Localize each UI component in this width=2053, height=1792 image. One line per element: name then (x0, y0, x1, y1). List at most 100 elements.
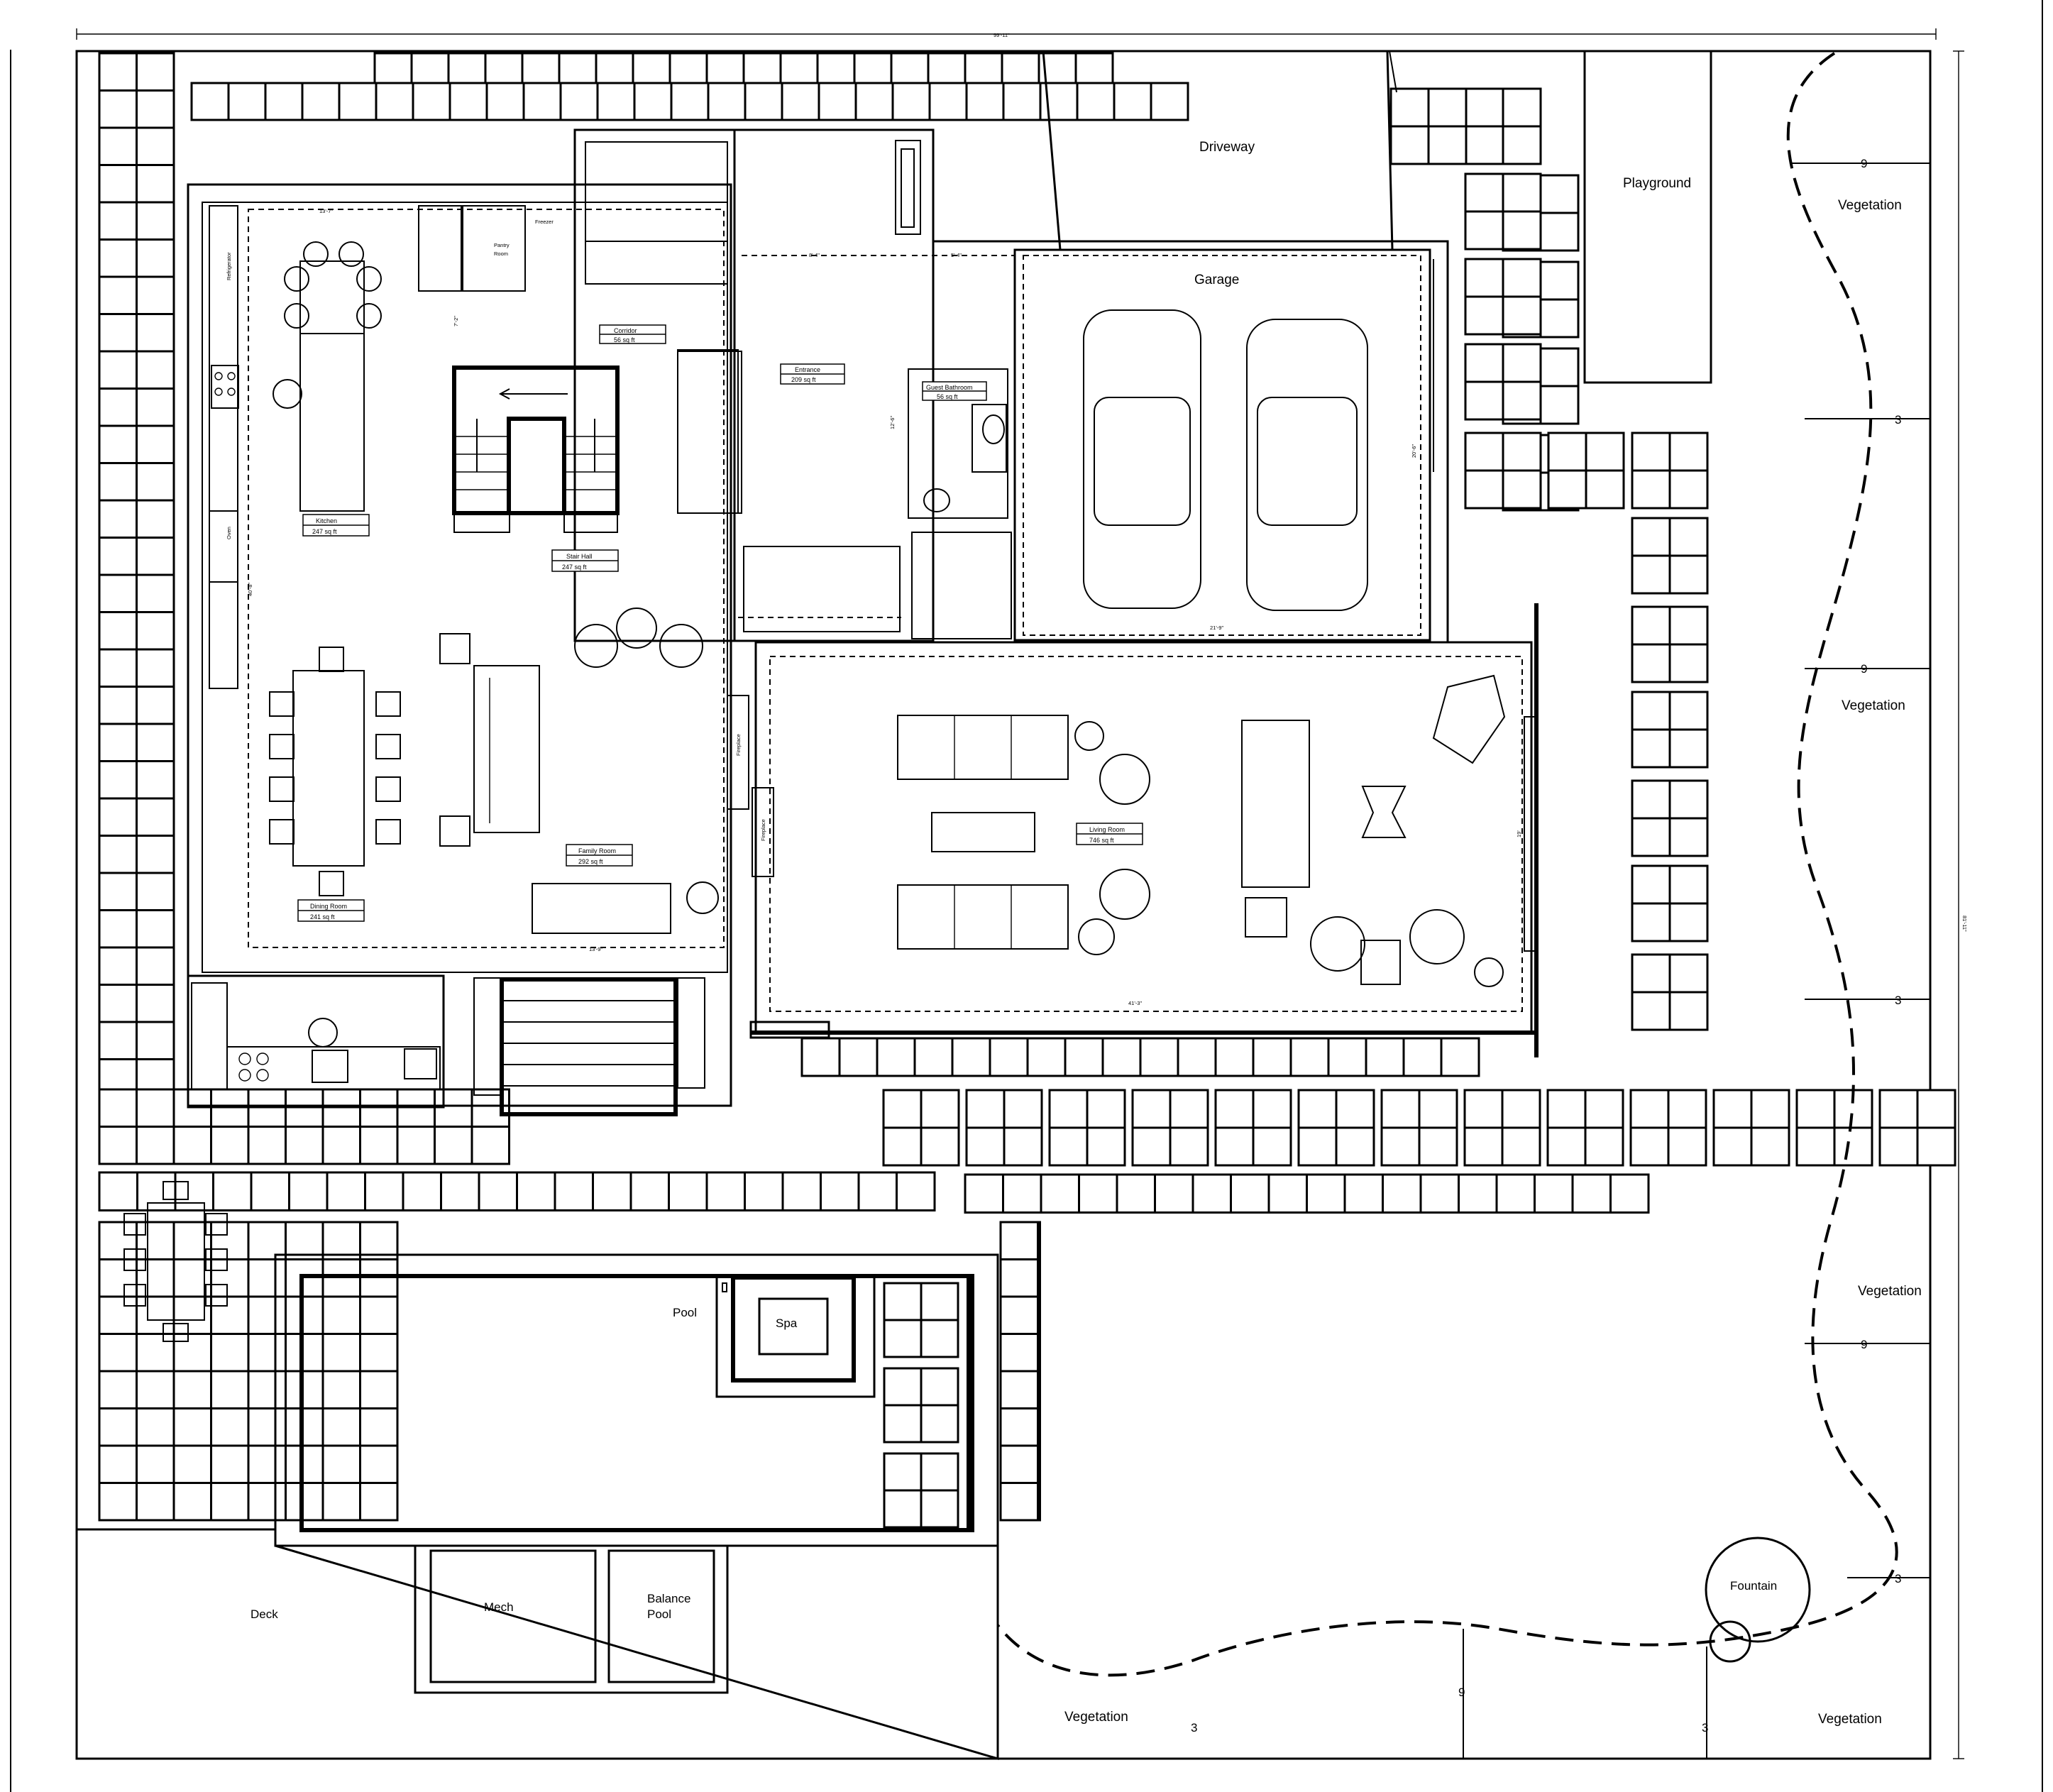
paving-tile (1668, 517, 1709, 557)
paving-tile (883, 1282, 923, 1321)
paving-tile (136, 760, 175, 800)
paving-tile (1833, 1126, 1873, 1167)
paving-tile (857, 1171, 898, 1211)
oven-label: Oven (226, 527, 232, 539)
paving-tile (172, 1333, 212, 1373)
pantry-label-2: Room (494, 251, 508, 257)
paving-tile (210, 1407, 250, 1447)
paving-tile (668, 1171, 708, 1211)
paving-tile (1667, 1126, 1707, 1167)
paving-tile (136, 1333, 175, 1373)
paving-tile (920, 1282, 959, 1321)
paving-tile (98, 387, 138, 427)
paving-tile (883, 1404, 923, 1444)
paving-tile (1502, 125, 1542, 165)
paving-tile (136, 1021, 175, 1060)
paving-tile (999, 1295, 1039, 1335)
paving-tile (920, 1452, 959, 1492)
paving-tile (136, 52, 175, 92)
paving-tile (633, 82, 673, 121)
paving-tile (1631, 817, 1671, 857)
paving-tile (1427, 87, 1468, 128)
paving-tile (1631, 728, 1671, 769)
paving-tile (1584, 1126, 1624, 1167)
paving-tile (285, 1444, 324, 1484)
paving-tile (1502, 469, 1542, 510)
paving-tile (592, 1171, 632, 1211)
paving-tile (1101, 1037, 1142, 1077)
paving-tile (999, 1407, 1039, 1447)
paving-tile (359, 1295, 399, 1335)
paving-tile (247, 1407, 287, 1447)
stair-hall-area: 247 sq ft (562, 564, 587, 571)
paving-tile (321, 1370, 361, 1409)
paving-tile (1464, 469, 1504, 510)
paving-tile (396, 1126, 436, 1165)
paving-tile (98, 499, 138, 539)
paving-tile (1191, 1173, 1232, 1214)
guest-bath-name: Guest Bathroom (926, 384, 973, 391)
paving-tile (402, 1171, 442, 1211)
paving-tile (190, 82, 230, 121)
paving-tile (1539, 260, 1580, 301)
paving-tile (1668, 469, 1709, 510)
paving-tile (1139, 1037, 1179, 1077)
paving-tile (920, 1126, 960, 1167)
paving-tile (1795, 1089, 1836, 1129)
paving-tile (247, 1333, 287, 1373)
paving-tile (136, 164, 175, 204)
dining-depth-dimension: 40'-8" (247, 583, 253, 596)
paving-tile (98, 686, 138, 725)
paving-tile (98, 1295, 138, 1335)
living-depth-dimension: 19' (1516, 830, 1522, 837)
paving-tile (434, 1126, 473, 1165)
paving-tile (210, 1221, 250, 1260)
paving-tile (1131, 1126, 1172, 1167)
paving-tile (136, 1370, 175, 1409)
paving-tile (1464, 295, 1504, 336)
paving-tile (174, 1171, 214, 1211)
paving-tile (136, 984, 175, 1023)
paving-tile (247, 1444, 287, 1484)
paving-tile (913, 1037, 954, 1077)
paving-tile (1464, 87, 1504, 128)
paving-tile (136, 126, 175, 166)
paving-tile (285, 1126, 324, 1165)
paving-tile (1464, 258, 1504, 298)
paving-tile (98, 573, 138, 613)
staircase (452, 349, 739, 533)
paving-tile (98, 648, 138, 688)
paving-tile (172, 1444, 212, 1484)
paving-tile (1712, 1126, 1753, 1167)
paving-tile (136, 201, 175, 241)
paving-tile (1631, 469, 1671, 510)
paving-tile (838, 1037, 879, 1077)
paving-tile (1335, 1089, 1375, 1129)
paving-tile (1502, 258, 1542, 298)
entrance-and-corridor (585, 140, 921, 632)
paving-tile (247, 1295, 287, 1335)
paving-tile (1668, 779, 1709, 820)
paving-tile (98, 238, 138, 278)
paving-tile (1116, 1173, 1156, 1214)
paving-tile (1297, 1089, 1338, 1129)
pool-label: Pool (673, 1306, 697, 1319)
paving-tile (707, 82, 747, 121)
paving-tile (375, 82, 414, 121)
paving-tile (98, 1126, 138, 1165)
paving-tile (1668, 953, 1709, 994)
vegetation-label-4: Vegetation (1064, 1710, 1128, 1725)
paving-tile (1252, 1037, 1292, 1077)
fireplace-label-2: Fireplace (760, 819, 766, 841)
paving-tile (1631, 605, 1671, 646)
paving-tile (920, 1089, 960, 1129)
paving-tile (1539, 347, 1580, 387)
paving-tile (1502, 380, 1542, 421)
paving-tile (321, 1295, 361, 1335)
paving-tile (285, 1295, 324, 1335)
paving-tile (210, 1370, 250, 1409)
paving-tile (98, 1258, 138, 1298)
paving-tile (883, 1489, 923, 1529)
paving-tile (989, 1037, 1029, 1077)
paving-tile (136, 1171, 177, 1211)
